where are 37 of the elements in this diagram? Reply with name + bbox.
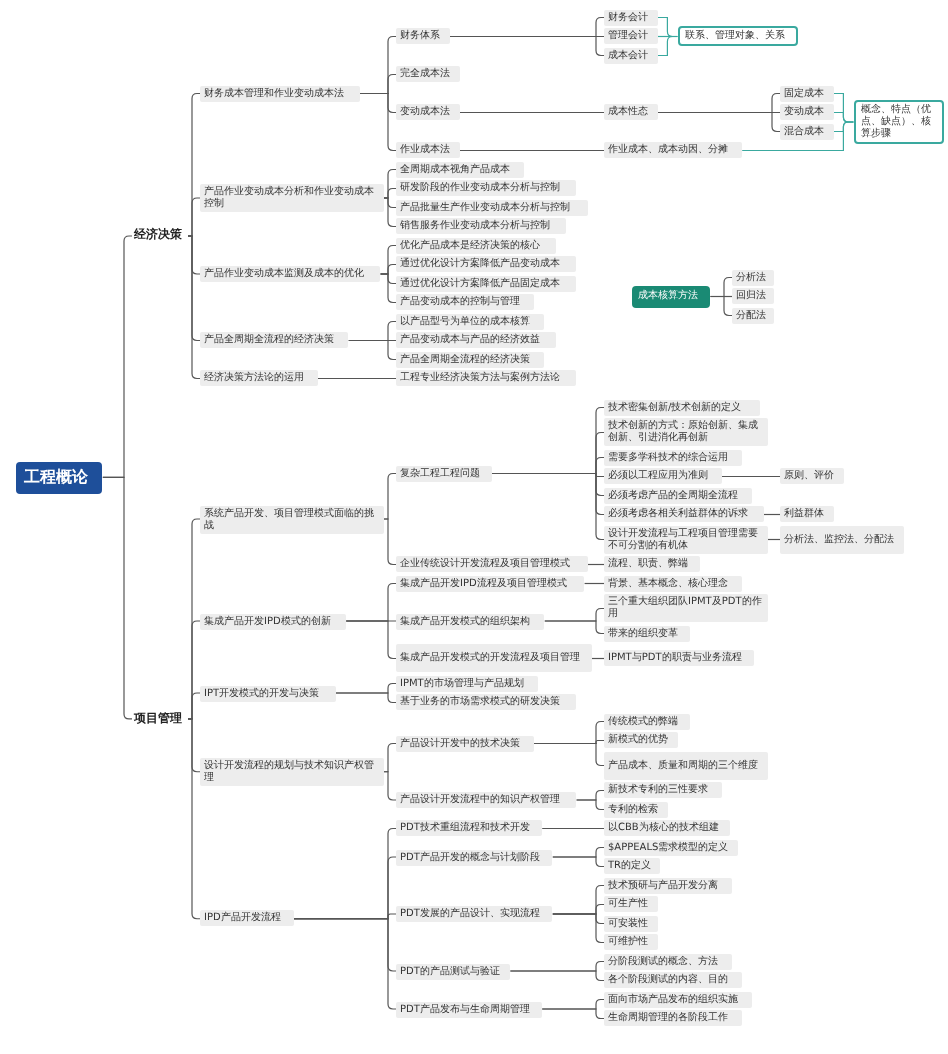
connector-line [509,970,605,982]
connector-line [491,472,605,541]
connector-line [380,273,397,304]
connector-line [541,1008,605,1020]
connector-line [383,197,397,228]
connector-line [541,827,605,830]
summary-bracket [656,35,678,57]
connector-line [316,377,397,380]
connector-line [576,799,605,811]
connector-line [459,149,605,152]
connector-line [348,339,397,361]
connector-line [383,518,397,566]
connector-line [383,742,397,773]
connector-line [552,856,605,868]
connector-line [720,475,781,478]
connector-line [656,111,781,133]
connector-line [345,620,397,660]
connector-line [383,771,397,801]
connector-line [187,692,201,720]
connector-line [710,295,733,317]
connector-line [459,111,605,114]
connector-line [448,35,605,57]
connector-line [584,582,605,585]
connector-line [358,92,397,152]
connector-line [187,718,201,920]
connector-line [533,742,605,767]
central-topic: 工程概论 [16,461,103,493]
connector-line [383,187,397,199]
connector-line [187,197,201,237]
connector-line [187,235,201,380]
connector-line [335,692,397,704]
connector-line [383,472,397,520]
connector-line [544,620,605,635]
connector-line [552,913,605,944]
connector-line [292,918,397,1010]
summary-bracket [741,121,854,152]
connector-line [102,476,133,720]
